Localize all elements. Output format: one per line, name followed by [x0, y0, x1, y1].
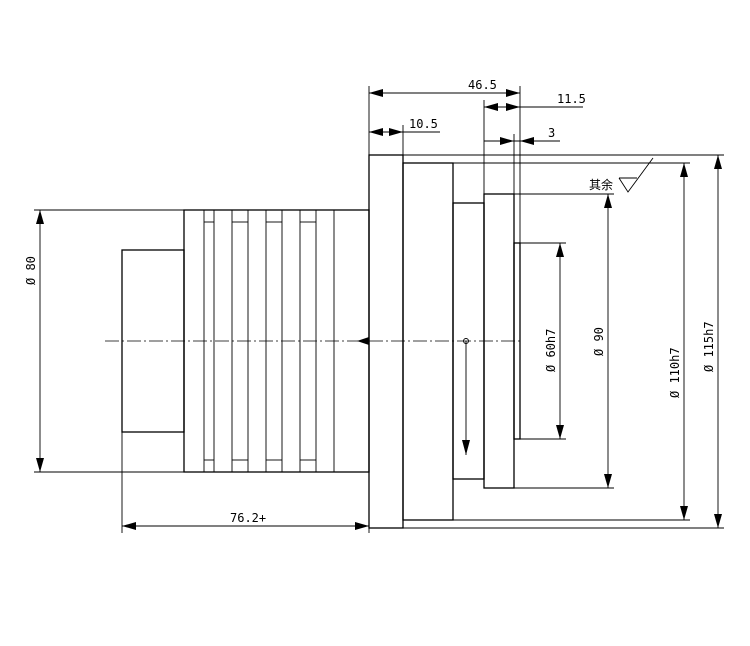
- dim-d80-label: Ø 80: [24, 256, 38, 285]
- dim-d115h7: Ø 115h7: [403, 154, 724, 529]
- dim-10-5: 10.5: [369, 117, 440, 163]
- dim-46-5: 46.5: [368, 78, 521, 243]
- step-110: [402, 162, 454, 521]
- dim-d110h7: Ø 110h7: [403, 162, 690, 521]
- dim-76-2: 76.2+: [121, 432, 370, 533]
- main-flange: [368, 154, 404, 529]
- surface-note-label: 其余: [589, 177, 613, 192]
- dim-11-5: 11.5: [483, 92, 586, 194]
- dim-d115h7-label: Ø 115h7: [702, 321, 716, 372]
- surface-finish-symbol: 其余: [589, 157, 654, 193]
- dim-3: 3: [484, 126, 560, 194]
- dim-d110h7-label: Ø 110h7: [668, 347, 682, 398]
- dim-d60h7: Ø 60h7: [520, 242, 566, 440]
- section-arrow-head: [462, 440, 470, 455]
- dim-d90-label: Ø 90: [592, 327, 606, 356]
- dim-3-label: 3: [548, 126, 555, 140]
- dim-11-5-label: 11.5: [557, 92, 586, 106]
- dim-46-5-label: 46.5: [468, 78, 497, 92]
- dim-d80: Ø 80: [24, 209, 184, 473]
- dim-d60h7-label: Ø 60h7: [544, 329, 558, 372]
- dim-d90: Ø 90: [514, 193, 614, 489]
- dim-10-5-label: 10.5: [409, 117, 438, 131]
- center-marker-arrow: [357, 337, 369, 345]
- dim-76-2-label: 76.2+: [230, 511, 266, 525]
